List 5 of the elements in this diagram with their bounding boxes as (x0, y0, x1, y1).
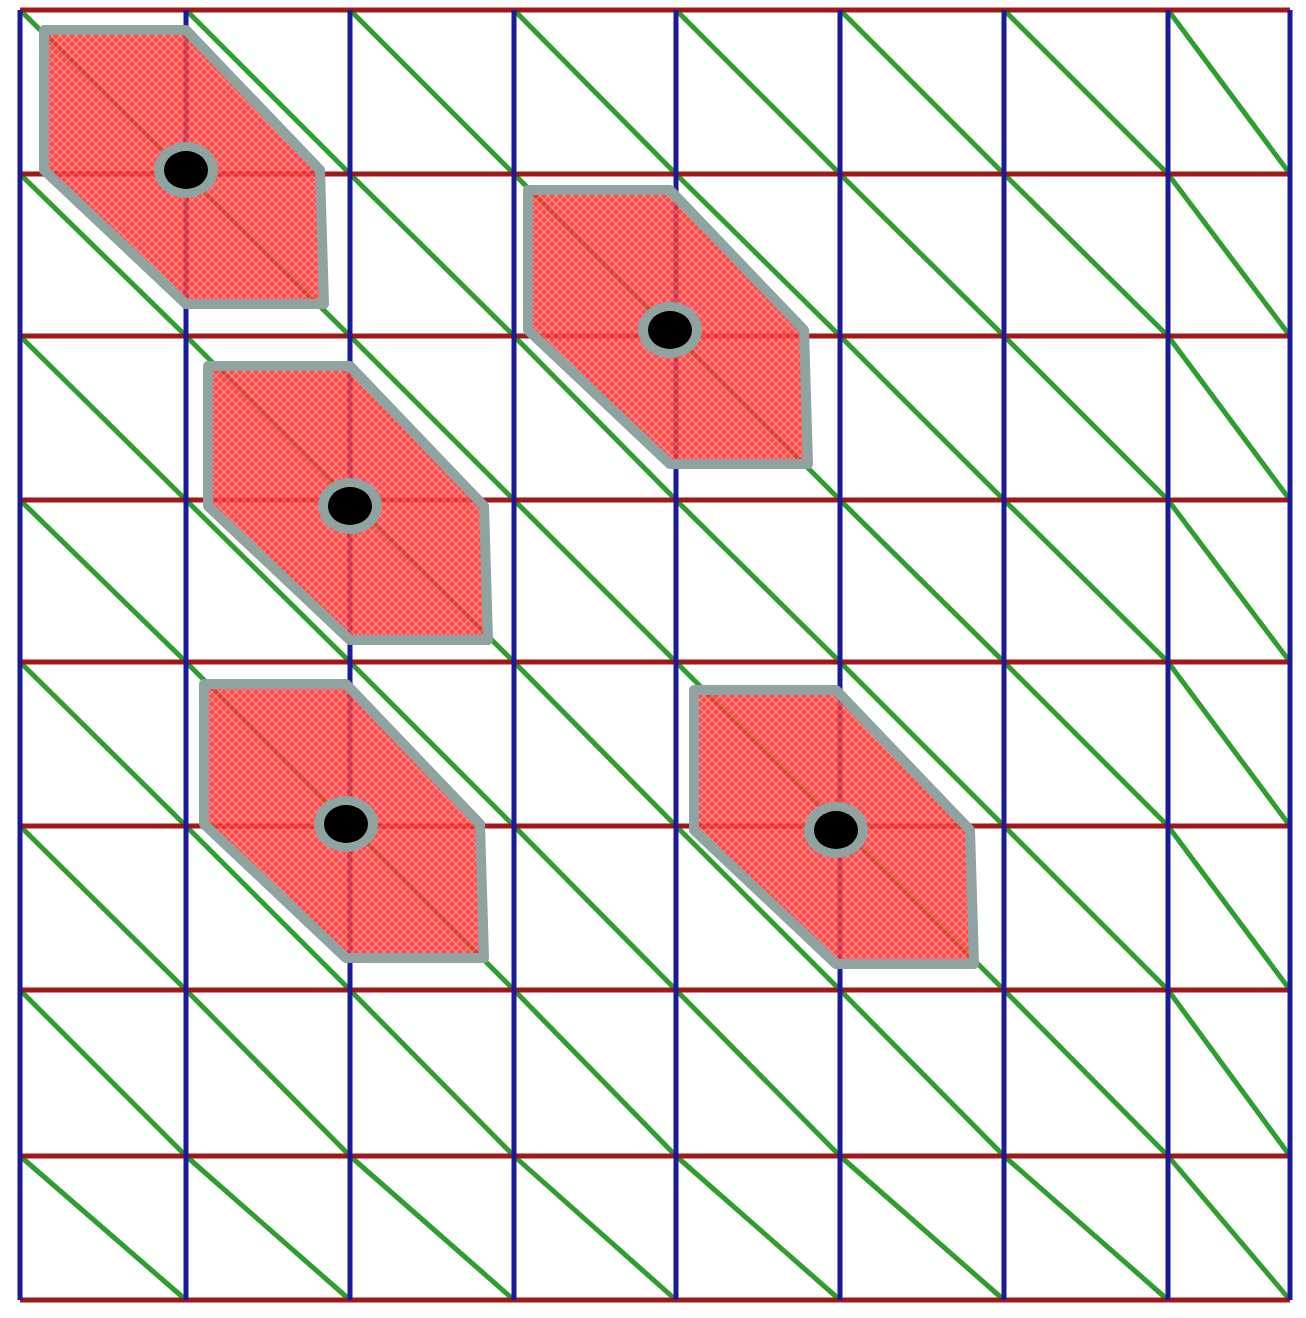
hexagon-cell (203, 361, 493, 645)
hexagon-cell (689, 685, 979, 969)
hexagon-cell (39, 25, 329, 309)
hexagon-cell (523, 185, 813, 469)
hexagon-cell (199, 679, 489, 963)
